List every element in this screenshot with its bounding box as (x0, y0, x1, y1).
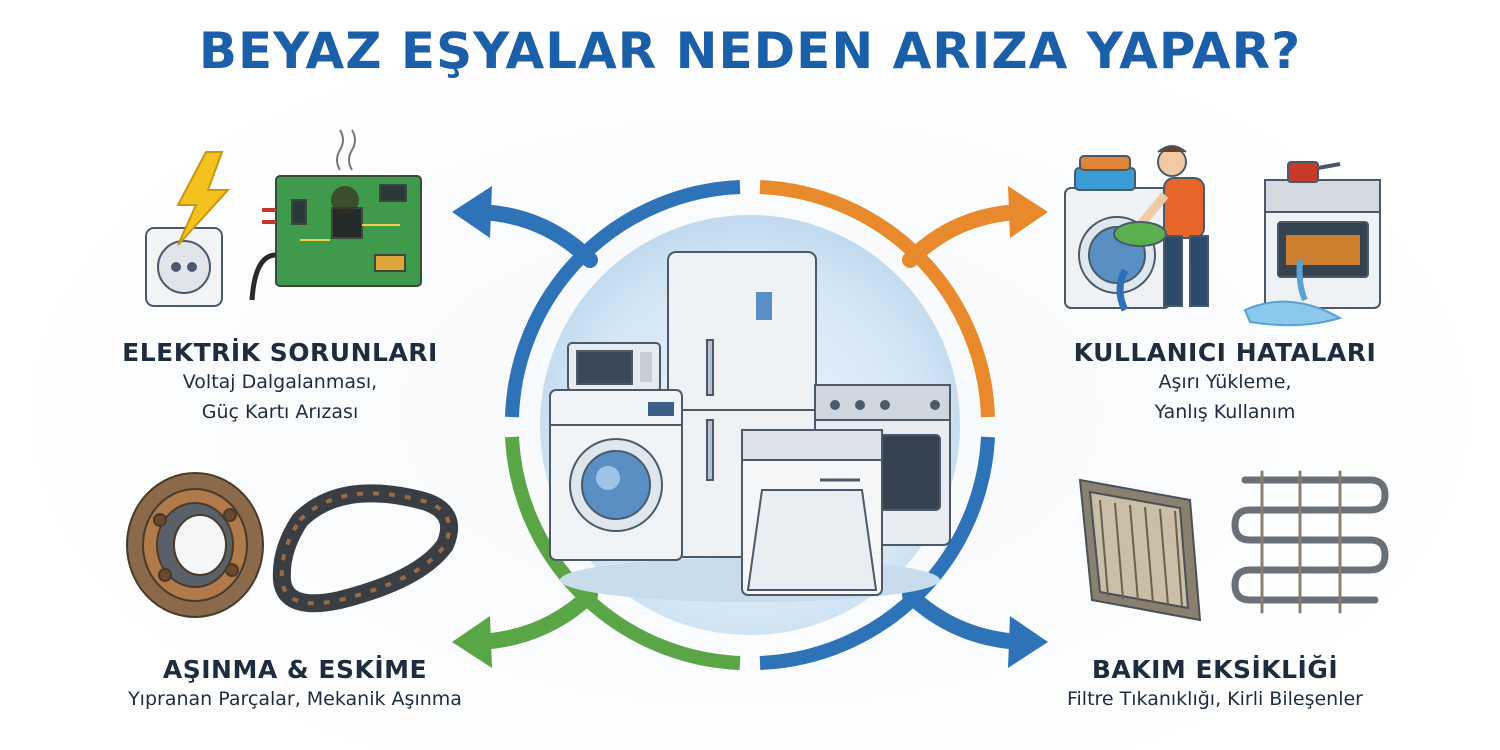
appliances-group-icon (549, 251, 951, 602)
user-errors-desc-line2: Yanlış Kullanım (1154, 401, 1296, 423)
bearing-icon (126, 472, 264, 618)
arrow-top-right (902, 204, 1028, 268)
arrowhead-bottom-left (452, 616, 492, 668)
air-filter-icon (1078, 478, 1202, 622)
user-errors-desc-line1: Aşırı Yükleme, (1158, 371, 1292, 393)
category-electrical: ELEKTRİK SORUNLARI Voltaj Dalgalanması, … (40, 338, 520, 427)
category-wear: AŞINMA & ESKİME Yıpranan Parçalar, Mekan… (55, 655, 535, 714)
arrow-bottom-right (902, 587, 1028, 650)
electrical-heading: ELEKTRİK SORUNLARI (122, 338, 438, 367)
electrical-desc-line2: Güç Kartı Arızası (201, 401, 359, 423)
arrow-top-left (472, 204, 598, 268)
arrowhead-bottom-right (1008, 616, 1048, 668)
category-user-errors: KULLANICI HATALARI Aşırı Yükleme, Yanlış… (985, 338, 1465, 427)
wear-heading: AŞINMA & ESKİME (162, 655, 428, 684)
arrowhead-top-right (1008, 186, 1048, 238)
maintenance-heading: BAKIM EKSİKLİĞİ (1091, 655, 1339, 684)
page-title: BEYAZ EŞYALAR NEDEN ARIZA YAPAR? (198, 22, 1302, 80)
electrical-desc-line1: Voltaj Dalgalanması, (182, 371, 378, 393)
belt-icon (272, 484, 458, 613)
maintenance-desc-line1: Filtre Tıkanıklığı, Kirli Bileşenler (1066, 688, 1363, 710)
lightning-plug-icon (145, 151, 231, 307)
washing-person-icon (1064, 145, 1209, 312)
category-maintenance: BAKIM EKSİKLİĞİ Filtre Tıkanıklığı, Kirl… (975, 655, 1455, 714)
wear-desc-line1: Yıpranan Parçalar, Mekanik Aşınma (128, 688, 462, 710)
arrow-bottom-left (472, 587, 598, 650)
arrowhead-top-left (452, 186, 492, 238)
condenser-coil-icon (1231, 470, 1389, 614)
circuit-board-icon (249, 129, 422, 301)
user-errors-heading: KULLANICI HATALARI (1073, 338, 1377, 367)
oven-leak-icon (1243, 161, 1381, 327)
